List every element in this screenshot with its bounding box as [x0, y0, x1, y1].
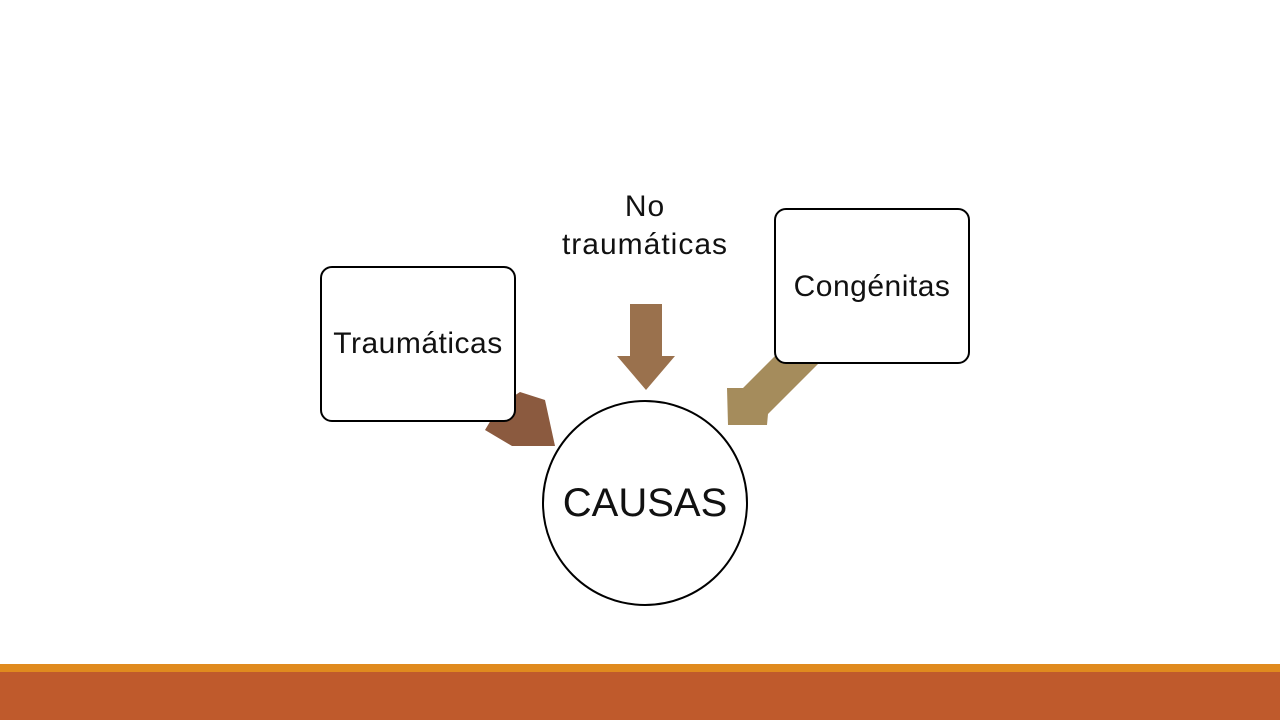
- arrow-no-traumaticas: [617, 304, 675, 390]
- node-no-traumaticas-label: No traumáticas: [561, 190, 729, 261]
- center-node-label: CAUSAS: [562, 480, 728, 525]
- center-node-causas: CAUSAS: [542, 400, 748, 606]
- footer-bar: [0, 672, 1280, 720]
- footer-accent-line: [0, 664, 1280, 672]
- node-traumaticas: Traumáticas: [320, 266, 516, 422]
- node-congenitas-label: Congénitas: [793, 270, 951, 303]
- node-congenitas: Congénitas: [774, 208, 970, 364]
- arrow-congenitas: [727, 355, 818, 425]
- node-traumaticas-label: Traumáticas: [333, 327, 503, 360]
